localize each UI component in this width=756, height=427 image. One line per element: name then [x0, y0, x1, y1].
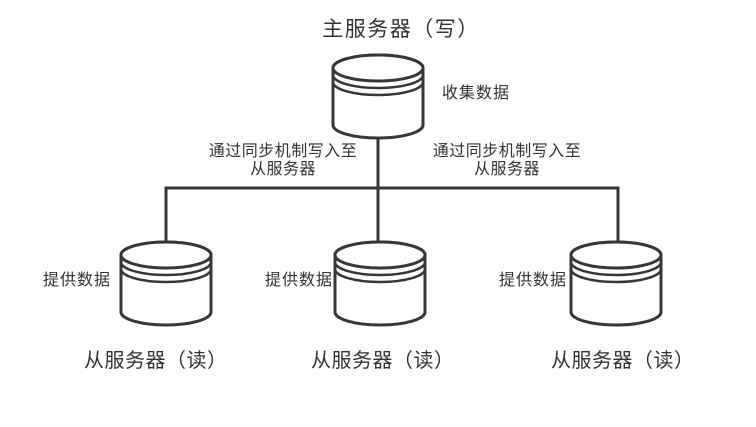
slave-note-1: 提供数据	[42, 272, 111, 289]
slave-note-3: 提供数据	[498, 272, 567, 289]
master-db-icon	[331, 53, 425, 140]
slave-db-icon-2	[333, 240, 427, 327]
master-title: 主服务器（写）	[322, 18, 480, 41]
connector-branch-tree	[164, 186, 620, 252]
master-note: 收集数据	[441, 85, 510, 102]
slave-note-2: 提供数据	[264, 272, 333, 289]
slave-label-1: 从服务器（读）	[84, 350, 228, 372]
slave-label-2: 从服务器（读）	[311, 350, 455, 372]
slave-label-3: 从服务器（读）	[551, 350, 695, 372]
sync-label-right: 通过同步机制写入至 从服务器	[432, 143, 582, 178]
sync-label-left: 通过同步机制写入至 从服务器	[208, 143, 358, 178]
slave-db-icon-1	[119, 240, 213, 327]
connector-lines	[164, 128, 620, 252]
slave-db-icon-3	[569, 240, 663, 327]
